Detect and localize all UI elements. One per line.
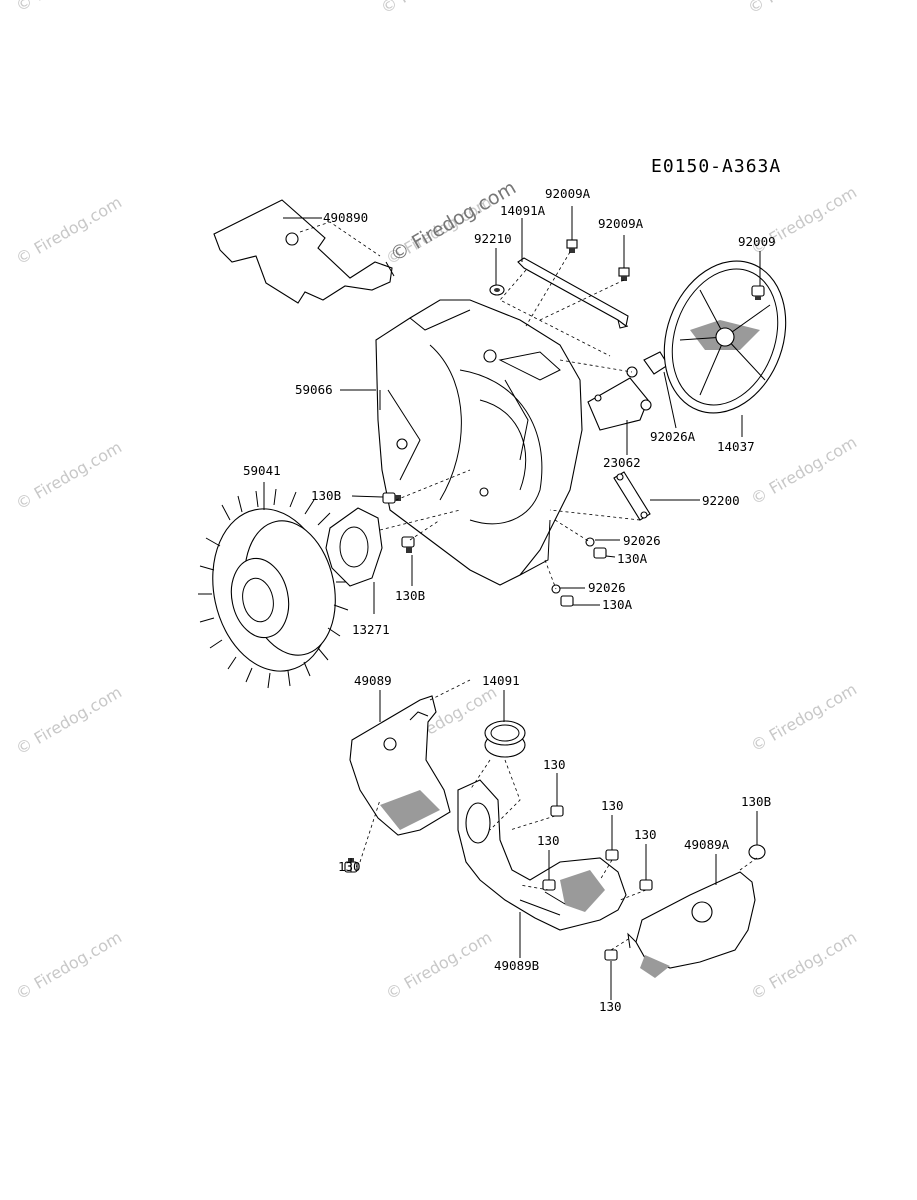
part-49089A-cover [627,871,756,978]
label-92026: 92026 [588,580,626,595]
label-130A: 130A [602,597,633,612]
label-130: 130 [543,757,566,772]
label-130: 130 [338,859,361,874]
label-13271: 13271 [352,622,390,637]
label-59066: 59066 [295,382,333,397]
watermark: © Firedog.com [748,680,861,756]
label-14091: 14091 [482,673,520,688]
part-92009-bolt [751,285,765,300]
label-49089: 49089 [354,673,392,688]
leader-lines [263,206,761,1000]
label-130B: 130B [741,794,771,809]
part-92009A-bolts [566,239,630,281]
label-92009A: 92009A [598,216,644,231]
watermark: © Firedog.com [13,683,126,759]
watermark: © Firedog.com [13,928,126,1004]
label-59041: 59041 [243,463,281,478]
label-49089A: 49089A [684,837,730,852]
watermark: © Firedog.com [13,193,126,269]
label-92026: 92026 [623,533,661,548]
label-23062: 23062 [603,455,641,470]
watermark: © Firedog.com [13,438,126,514]
label-92026A: 92026A [650,429,696,444]
part-14091-collar [484,720,526,758]
part-13271-plate [325,507,383,587]
label-130: 130 [537,833,560,848]
label-130B: 130B [395,588,425,603]
label-92210: 92210 [474,231,512,246]
part-14091A-bracket [517,257,629,329]
part-labels: 490890 14091A 92009A 92009A 92210 92009 … [243,186,776,1014]
part-59041-fan [198,488,350,689]
watermark: © Firedog.com [745,0,858,17]
label-92009: 92009 [738,234,776,249]
watermark-large: © Firedog.com [387,177,520,267]
label-92200: 92200 [702,493,740,508]
label-14037: 14037 [717,439,755,454]
label-490890: 490890 [323,210,368,225]
part-92200-link [613,471,651,521]
watermark: © Firedog.com [13,0,126,15]
label-92009A: 92009A [545,186,591,201]
part-14037-screen [663,260,787,414]
label-130A: 130A [617,551,648,566]
part-49089B-cover [457,779,627,931]
label-130: 130 [601,798,624,813]
label-49089B: 49089B [494,958,539,973]
part-23062-bracket [587,366,652,431]
watermark: © Firedog.com [748,433,861,509]
diagram-code: E0150-A363A [651,156,781,177]
watermark: © Firedog.com [378,0,491,17]
part-59066-fan-housing [375,299,583,586]
alignment-lines [299,221,758,951]
label-130: 130 [634,827,657,842]
label-130: 130 [599,999,622,1014]
watermark: © Firedog.com [748,928,861,1004]
label-130B: 130B [311,488,341,503]
label-14091A: 14091A [500,203,546,218]
part-490890-plate [213,199,395,304]
watermark: © Firedog.com [383,928,496,1004]
